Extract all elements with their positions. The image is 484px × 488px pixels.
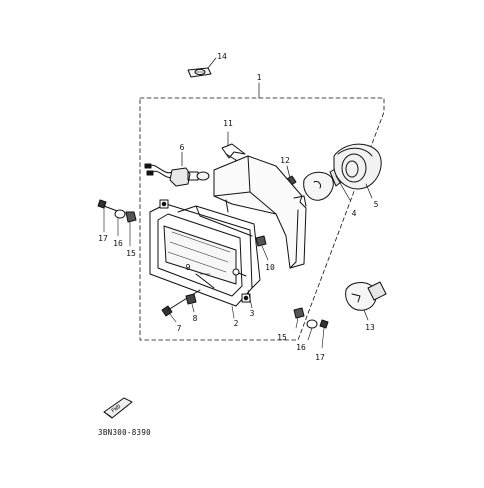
- callout-4: 4: [352, 209, 357, 218]
- headlight-unit-part-2: [149, 199, 261, 307]
- callout-17-right: 17: [315, 353, 325, 362]
- callout-17-left: 17: [98, 234, 108, 243]
- callout-2: 2: [234, 319, 239, 328]
- callout-7: 7: [177, 324, 182, 333]
- callout-3: 3: [250, 309, 255, 318]
- callout-12: 12: [280, 156, 290, 165]
- callout-1: 1: [257, 73, 262, 82]
- callout-labels: 1 14 11 6 12 4 5 17 16 15 9 10 2 3 8 7 1…: [98, 52, 379, 437]
- callout-15-right: 15: [277, 333, 287, 342]
- dust-cover-part-5: [333, 143, 382, 199]
- callout-16-right: 16: [296, 343, 306, 352]
- callout-11: 11: [223, 119, 233, 128]
- callout-16-left: 16: [113, 239, 123, 248]
- callout-13: 13: [365, 323, 375, 332]
- callout-5: 5: [374, 200, 379, 209]
- socket-harness-part-6: [144, 151, 210, 187]
- headlight-case-bracket: [213, 155, 307, 269]
- callout-9: 9: [186, 263, 191, 272]
- fasteners: [97, 199, 329, 349]
- callout-14: 14: [217, 52, 227, 61]
- callout-8: 8: [193, 314, 198, 323]
- fwd-arrow-badge: [103, 397, 133, 419]
- bulb-part-13: [345, 281, 387, 321]
- diagram-code: 3BN300-8390: [98, 428, 151, 437]
- callout-10: 10: [265, 263, 275, 272]
- callout-15-left: 15: [126, 249, 136, 258]
- callout-6: 6: [180, 143, 185, 152]
- fwd-label: FWD: [111, 404, 123, 415]
- assembly-boundary: [139, 97, 385, 341]
- label-plate-part-14: [187, 57, 217, 78]
